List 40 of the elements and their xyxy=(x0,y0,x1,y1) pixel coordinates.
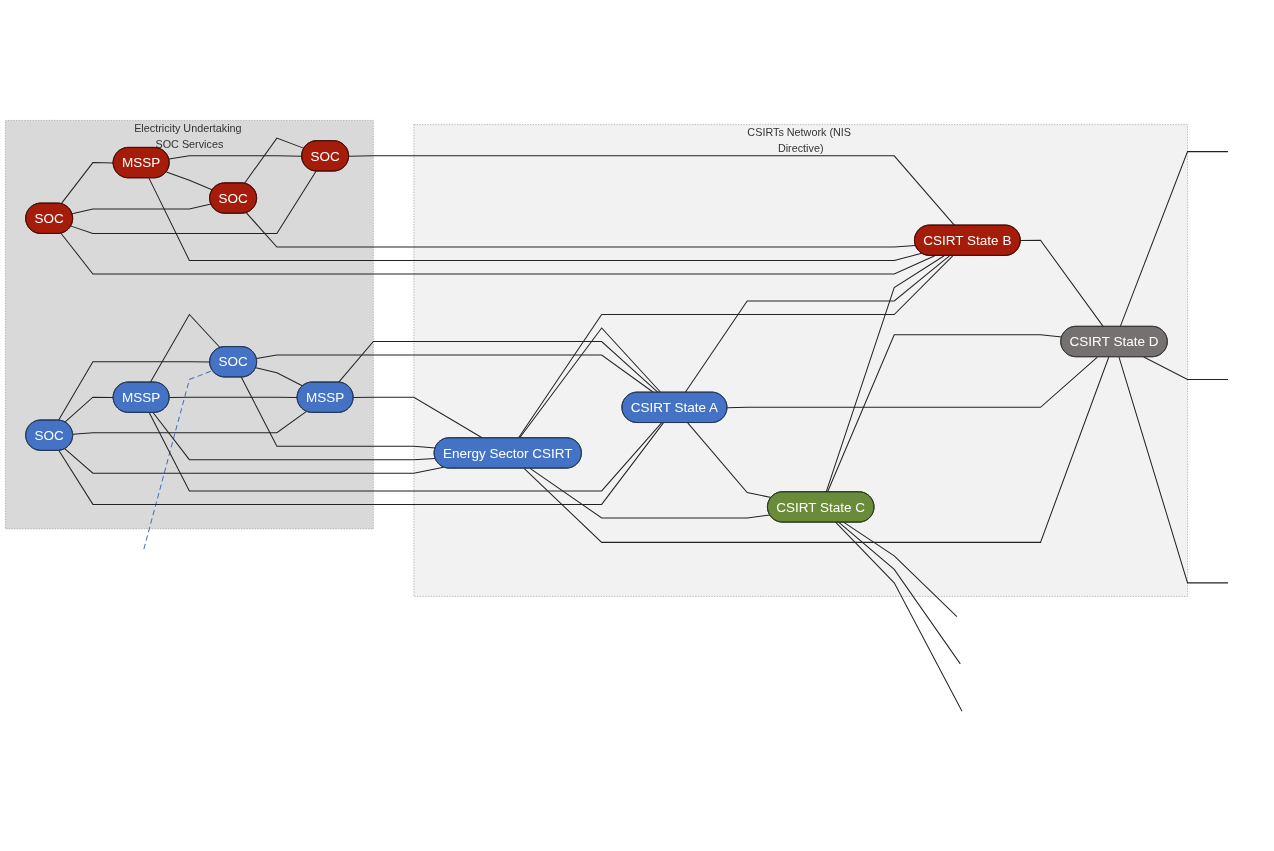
connector-line xyxy=(58,360,211,421)
connector-line xyxy=(245,211,917,248)
connector-line xyxy=(348,154,956,226)
connector-line xyxy=(143,369,214,550)
connector-line xyxy=(148,411,663,491)
connector-line xyxy=(1118,356,1229,583)
connector-line xyxy=(72,410,308,435)
connector-line xyxy=(255,366,304,387)
connector-line xyxy=(70,170,317,234)
connector-line xyxy=(827,333,1063,493)
connector-line xyxy=(58,421,664,505)
connector-line xyxy=(64,396,114,423)
connector-line xyxy=(71,203,212,214)
connector-line xyxy=(168,396,298,398)
connector-line xyxy=(684,254,950,393)
connector-line xyxy=(838,521,961,664)
connector-line xyxy=(519,326,662,439)
connector-line xyxy=(352,396,483,439)
connector-line xyxy=(1119,150,1229,327)
connector-line xyxy=(529,467,771,518)
connector-line xyxy=(726,356,1098,408)
connector-line xyxy=(168,154,303,160)
connector-line xyxy=(338,340,659,393)
connector-line xyxy=(1020,239,1104,327)
connector-line xyxy=(148,177,923,261)
connector-line xyxy=(825,254,945,493)
connector-line xyxy=(240,376,436,449)
connector-line xyxy=(149,313,221,383)
connector-line xyxy=(60,232,936,275)
connector-line xyxy=(835,521,963,712)
connector-line xyxy=(687,421,772,498)
connector-line xyxy=(165,171,214,190)
connector-line xyxy=(64,448,445,474)
connector-line xyxy=(243,137,305,184)
connector-line xyxy=(523,356,1110,543)
connector-line xyxy=(152,411,436,460)
connector-line xyxy=(843,521,958,617)
connector-line xyxy=(517,254,954,439)
connector-line xyxy=(60,161,114,204)
connector-line xyxy=(1143,356,1229,380)
